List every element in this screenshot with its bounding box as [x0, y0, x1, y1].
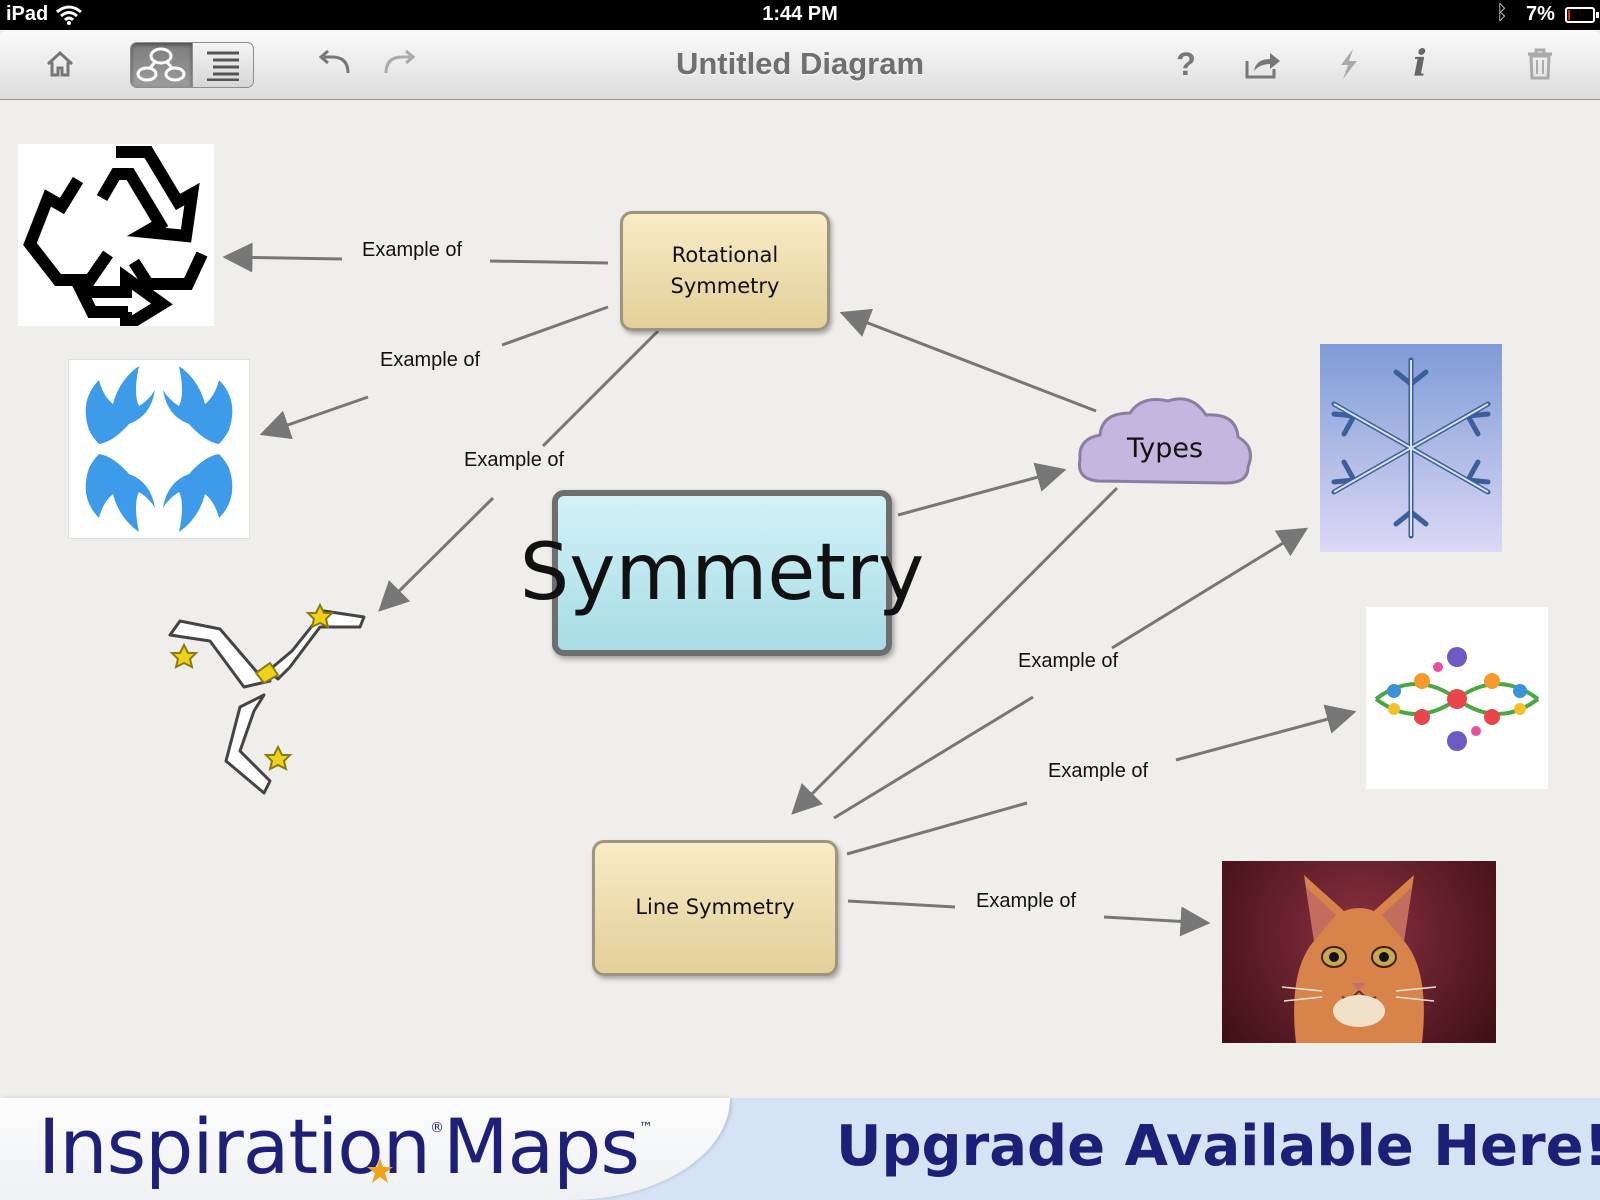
link-types-line[interactable]: [791, 486, 1119, 815]
link-rotational-birds-a[interactable]: [501, 305, 609, 347]
outline-view-icon: [206, 51, 239, 81]
link-rotational-legs-b[interactable]: [378, 496, 495, 612]
brand-tm-mark: ™: [638, 1120, 653, 1136]
redo-button[interactable]: [378, 40, 422, 88]
snowflake-image[interactable]: [1320, 344, 1502, 552]
recycle-image[interactable]: [18, 144, 214, 326]
rapidfire-button[interactable]: [1328, 40, 1368, 88]
triskelion-image[interactable]: [160, 601, 374, 801]
link-rotational-birds-b[interactable]: [259, 395, 369, 440]
flower-garland-icon: [1374, 647, 1540, 751]
share-button[interactable]: [1240, 40, 1286, 88]
link-label[interactable]: Example of: [380, 349, 481, 371]
line-symmetry-node[interactable]: Line Symmetry: [592, 840, 838, 976]
toolbar: Untitled Diagram ? i: [0, 30, 1600, 100]
device-name: iPad: [6, 3, 49, 25]
flower-garland-image[interactable]: [1366, 607, 1548, 789]
link-rotational-recycle-a[interactable]: [489, 259, 609, 265]
link-layer: [222, 242, 1357, 937]
link-line-flowers-b[interactable]: [1175, 704, 1357, 762]
help-button[interactable]: ?: [1166, 40, 1206, 88]
home-icon: [46, 50, 74, 77]
birds-image[interactable]: [68, 359, 250, 539]
view-switcher: [130, 42, 254, 88]
node-label: Rotational Symmetry: [670, 242, 780, 299]
link-rotational-recycle-b[interactable]: [222, 242, 343, 273]
rotational-symmetry-node[interactable]: Rotational Symmetry: [620, 211, 830, 331]
outline-view-button[interactable]: [191, 43, 253, 87]
link-line-cat-a[interactable]: [847, 899, 956, 909]
cloud-shape: [1077, 397, 1252, 485]
clock: 1:44 PM: [762, 3, 838, 25]
cat-image[interactable]: [1222, 861, 1496, 1043]
node-label: Line Symmetry: [635, 895, 795, 920]
brand-tab: [0, 1098, 730, 1200]
brand-logo: Inspiration®Maps™: [38, 1102, 653, 1191]
diagram-view-icon: [136, 47, 186, 82]
redo-icon: [384, 49, 416, 74]
undo-icon: [318, 49, 350, 74]
brand-primary-text: Inspiration: [38, 1102, 431, 1191]
diagram-canvas[interactable]: Example of Example of Example of Example…: [0, 101, 1600, 1098]
brand-secondary-text: Maps: [442, 1102, 640, 1191]
bluetooth-icon: ᛒ: [1496, 2, 1508, 24]
link-label[interactable]: Example of: [1018, 650, 1119, 672]
recycle-icon: [23, 146, 208, 326]
snowflake-icon: [1331, 357, 1491, 539]
diagram-view-button[interactable]: [131, 43, 192, 87]
link-symmetry-types[interactable]: [897, 462, 1067, 517]
node-label: Symmetry: [519, 528, 925, 618]
link-label[interactable]: Example of: [976, 890, 1077, 912]
trash-icon: [1528, 48, 1552, 80]
link-line-snowflake-b[interactable]: [1111, 527, 1309, 650]
status-bar: iPad 1:44 PM ᛒ 7%: [0, 0, 1600, 30]
link-line-flowers-a[interactable]: [846, 801, 1028, 856]
undo-button[interactable]: [312, 40, 356, 88]
battery-percent: 7%: [1526, 3, 1555, 25]
info-button[interactable]: i: [1400, 40, 1440, 88]
link-rotational-legs-a[interactable]: [541, 329, 660, 448]
help-icon: ?: [1176, 45, 1196, 82]
cat-icon: [1281, 875, 1437, 1043]
trash-button[interactable]: [1520, 40, 1560, 88]
star-icon: [367, 1158, 393, 1183]
link-types-rotational[interactable]: [839, 308, 1097, 413]
rapidfire-icon: [1341, 49, 1357, 79]
brand-reg-mark: ®: [429, 1120, 444, 1136]
share-icon: [1245, 53, 1280, 79]
upgrade-link[interactable]: Upgrade Available Here!: [836, 1114, 1600, 1179]
triskelion-icon: [168, 602, 366, 795]
birds-icon: [85, 366, 233, 532]
node-label: Types: [1126, 432, 1204, 464]
types-node[interactable]: Types: [1072, 391, 1258, 495]
link-line-cat-b[interactable]: [1103, 906, 1211, 937]
link-label[interactable]: Example of: [464, 449, 565, 471]
battery-icon: [1565, 7, 1599, 23]
info-icon: i: [1413, 43, 1427, 85]
wifi-icon: [56, 5, 82, 25]
link-line-snowflake-a[interactable]: [833, 695, 1034, 820]
symmetry-main-node[interactable]: Symmetry: [520, 490, 924, 656]
home-button[interactable]: [36, 40, 84, 88]
upgrade-banner[interactable]: Inspiration®Maps™ Upgrade Available Here…: [0, 1098, 1600, 1200]
link-label[interactable]: Example of: [1048, 760, 1149, 782]
link-label[interactable]: Example of: [362, 239, 463, 261]
